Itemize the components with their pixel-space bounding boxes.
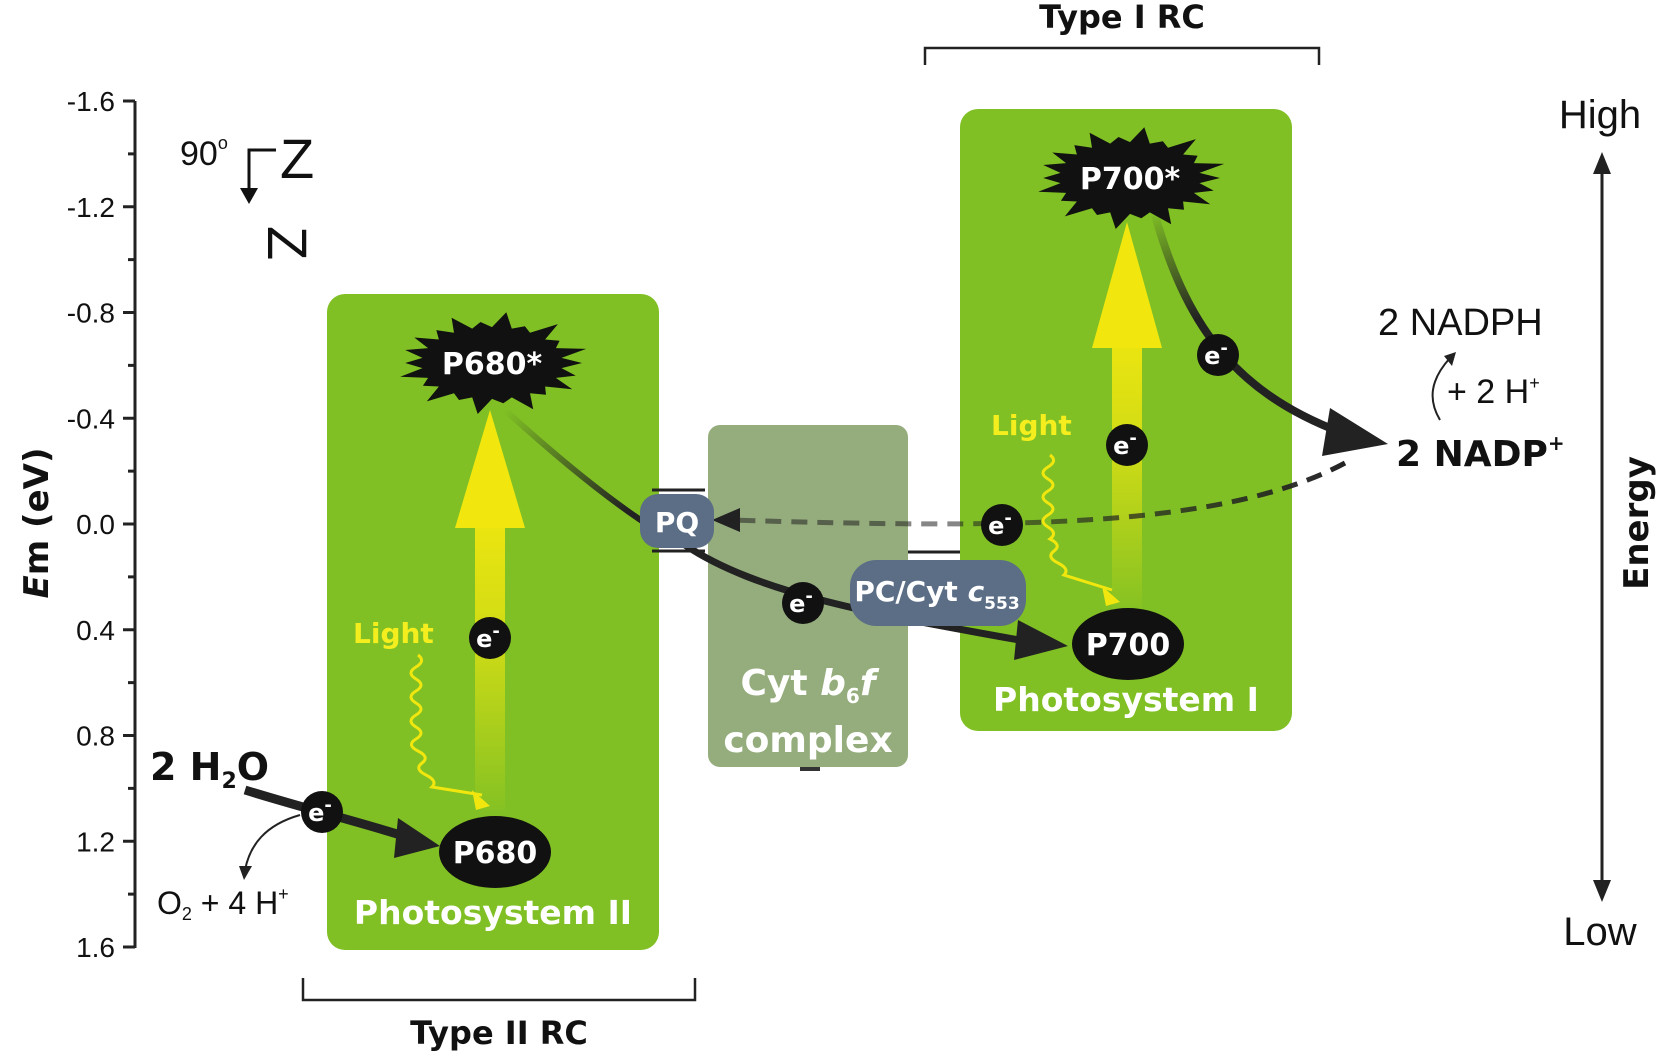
ps1-photon-arrowhead xyxy=(1102,586,1120,606)
tick-label: 0.4 xyxy=(76,615,115,646)
cyt-line1: Cyt b6f xyxy=(740,663,879,708)
z-letter: Z xyxy=(280,127,314,190)
electron-circle xyxy=(981,504,1023,546)
p680-excited: P680* xyxy=(400,312,587,414)
pc-pill xyxy=(850,560,1026,626)
nadph-formation-arrowhead xyxy=(1444,352,1456,366)
oxygen-label: O2 + 4 H+ xyxy=(157,884,289,924)
electron-circle xyxy=(782,582,824,624)
ps2-light-arrowhead xyxy=(455,410,525,528)
p700-ground: P700 xyxy=(1072,608,1184,680)
electron-circle xyxy=(469,617,511,659)
p680-excited-label: P680* xyxy=(442,347,543,382)
photosystem-i: Photosystem I Light xyxy=(960,109,1292,731)
rotation-arrow xyxy=(247,148,276,190)
electron: e- xyxy=(1197,334,1239,376)
ps1-light-label: Light xyxy=(991,409,1072,442)
ps1-light-arrowhead xyxy=(1092,222,1162,348)
nadp-label: 2 NADP+ xyxy=(1396,431,1565,475)
hplus-label: + 2 H+ xyxy=(1447,373,1540,411)
nadph-formation-arrow xyxy=(1431,357,1451,421)
ps1-name: Photosystem I xyxy=(993,680,1259,719)
type2-label: Type II RC xyxy=(410,1014,588,1052)
pc-label: PC/Cyt c553 xyxy=(854,575,1019,614)
z-letter-rotated: Z xyxy=(256,226,319,260)
type1-label: Type I RC xyxy=(1039,0,1205,36)
electron-label: e- xyxy=(476,621,500,653)
p700-star-shape xyxy=(1038,127,1225,229)
ps2-light-label: Light xyxy=(353,617,434,650)
ps1-wavy-photon xyxy=(1041,453,1113,592)
energy-down-arrowhead xyxy=(1593,880,1611,902)
pq-carrier: PQ xyxy=(640,488,714,553)
p700-oval xyxy=(1072,608,1184,680)
energy-axis: -1.6 -1.2 -0.8 -0.4 0.0 0.4 0.8 1.2 1.6 Em (eV) xyxy=(17,86,137,963)
water-label: 2 H2O xyxy=(150,745,269,794)
ps2-name: Photosystem II xyxy=(354,893,632,932)
p700-label: P700 xyxy=(1086,628,1171,663)
p700star-to-nadp-arrowhead xyxy=(1322,408,1388,456)
ps2-wavy-photon xyxy=(409,653,483,797)
electron-circle xyxy=(1106,424,1148,466)
p680-star-shape xyxy=(400,312,587,414)
cyclic-flow-path xyxy=(729,460,1347,527)
oxygen-release-arrow xyxy=(244,814,301,871)
oxygen-release-arrowhead xyxy=(239,866,252,880)
electron-label: e- xyxy=(789,586,813,618)
electron: e- xyxy=(1106,424,1148,466)
energy-low-label: Low xyxy=(1563,910,1636,954)
pq-to-p700-path xyxy=(683,542,1031,646)
rotation-arrowhead xyxy=(240,188,258,204)
p700-excited-label: P700* xyxy=(1080,162,1181,197)
angle-label: 90o xyxy=(180,133,228,173)
p680-oval xyxy=(439,816,551,888)
electrons: e-e-e-e-e-e- xyxy=(301,334,1239,833)
bracket-line xyxy=(301,978,697,1002)
tick-label: -1.6 xyxy=(67,86,115,117)
axis-ticks xyxy=(123,99,135,949)
tick-label: 1.2 xyxy=(76,826,115,857)
electron-circle xyxy=(301,791,343,833)
energy-up-arrowhead xyxy=(1593,152,1611,174)
cyt-line2: complex xyxy=(723,720,892,761)
ps2-photon-arrowhead xyxy=(472,790,490,810)
cyclic-flow-arrowhead xyxy=(712,508,740,532)
electron: e- xyxy=(981,504,1023,546)
p680star-to-pq-path xyxy=(502,407,650,528)
p700-excited: P700* xyxy=(1038,127,1225,229)
z-scheme-glyph: 90o Z Z xyxy=(180,127,319,260)
electron: e- xyxy=(301,791,343,833)
electron-label: e- xyxy=(308,795,332,827)
electron: e- xyxy=(469,617,511,659)
energy-title: Energy xyxy=(1617,456,1657,590)
electron-circle xyxy=(1197,334,1239,376)
tick-label: -1.2 xyxy=(67,192,115,223)
bracket-line xyxy=(923,46,1321,65)
electron-label: e- xyxy=(1204,338,1228,370)
energy-high-label: High xyxy=(1559,93,1641,137)
pq-pill xyxy=(640,494,714,548)
tick-label: -0.8 xyxy=(67,298,115,329)
pq-to-p700-arrowhead xyxy=(1014,620,1068,660)
type1-bracket: Type I RC xyxy=(923,0,1321,65)
axis-tick-labels: -1.6 -1.2 -0.8 -0.4 0.0 0.4 0.8 1.2 1.6 xyxy=(67,86,115,963)
p680-label: P680 xyxy=(453,836,538,871)
energy-scale: High Low Energy xyxy=(1559,93,1657,954)
axis-title: Em (eV) xyxy=(17,448,57,599)
p680-ground: P680 xyxy=(439,816,551,888)
pq-label: PQ xyxy=(655,506,699,539)
tick-label: 0.0 xyxy=(76,509,115,540)
tick-label: 1.6 xyxy=(76,932,115,963)
tick-label: 0.8 xyxy=(76,721,115,752)
electron-label: e- xyxy=(1113,428,1137,460)
type2-bracket: Type II RC xyxy=(301,978,697,1052)
tick-label: -0.4 xyxy=(67,403,115,434)
electron: e- xyxy=(782,582,824,624)
water-to-p680-arrowhead xyxy=(394,818,440,858)
nadph-label: 2 NADPH xyxy=(1378,302,1543,344)
pc-carrier: PC/Cyt c553 xyxy=(850,550,1026,626)
electron-label: e- xyxy=(988,508,1012,540)
